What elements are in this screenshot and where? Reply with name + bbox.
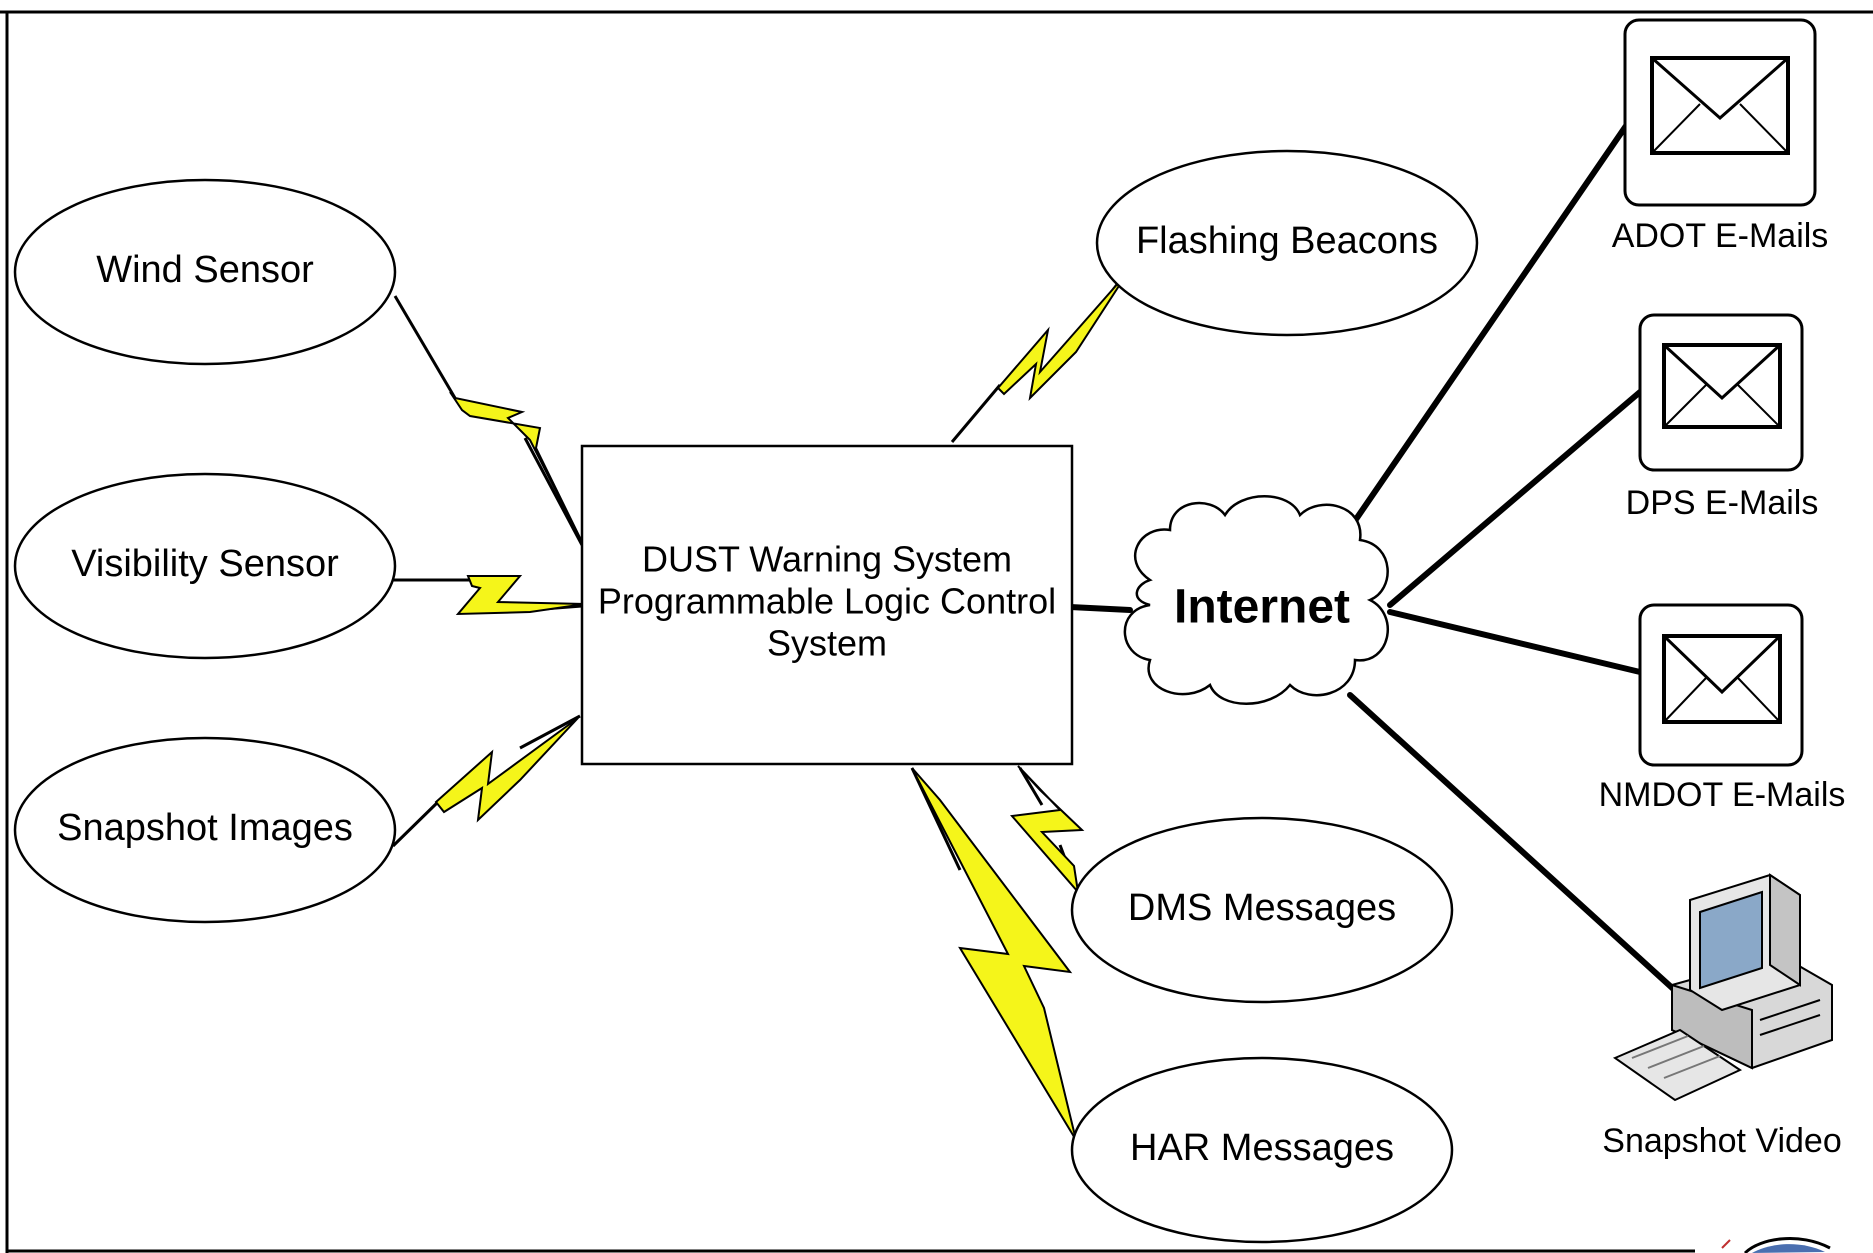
har-messages-label: HAR Messages (1130, 1127, 1394, 1169)
computer-icon (1612, 873, 1833, 1102)
snapshot-images-node: Snapshot Images (13, 736, 397, 924)
snapshot-video-node: Snapshot Video (1602, 873, 1842, 1160)
internet-links (1067, 117, 1683, 998)
visibility-sensor-node: Visibility Sensor (13, 472, 397, 660)
snapshot-images-link (391, 714, 581, 848)
flashing-beacons-label: Flashing Beacons (1136, 220, 1438, 262)
har-messages-link (910, 767, 1078, 1141)
envelope-icon (1662, 634, 1782, 724)
dps-email-node: DPS E-Mails (1626, 313, 1819, 522)
dms-messages-label: DMS Messages (1128, 887, 1396, 929)
adot-email-label: ADOT E-Mails (1612, 217, 1829, 255)
visibility-sensor-link (393, 575, 586, 616)
wind-sensor-link (393, 295, 586, 549)
controller-label-line2: Programmable Logic Control (598, 581, 1056, 622)
controller-node: DUST Warning System Programmable Logic C… (580, 444, 1074, 766)
dms-messages-link (1010, 765, 1085, 896)
snapshot-video-label: Snapshot Video (1602, 1122, 1841, 1160)
dms-messages-node: DMS Messages (1070, 816, 1454, 1004)
har-messages-node: HAR Messages (1070, 1056, 1454, 1244)
wind-sensor-node: Wind Sensor (13, 178, 397, 366)
controller-label-line1: DUST Warning System (642, 539, 1012, 580)
snapshot-images-label: Snapshot Images (57, 807, 353, 849)
flashing-beacons-link (950, 269, 1130, 443)
flashing-beacons-node: Flashing Beacons (1095, 149, 1479, 337)
logo-fragment (1721, 1237, 1831, 1253)
adot-email-node: ADOT E-Mails (1612, 18, 1829, 255)
nmdot-email-label: NMDOT E-Mails (1599, 776, 1846, 814)
controller-label-line3: System (767, 623, 887, 664)
wind-sensor-label: Wind Sensor (96, 249, 314, 291)
nmdot-email-node: NMDOT E-Mails (1599, 603, 1846, 814)
envelope-icon (1650, 56, 1790, 155)
internet-label: Internet (1174, 581, 1350, 634)
diagram-frame (0, 10, 1873, 1253)
envelope-icon (1662, 343, 1782, 429)
internet-cloud: Internet (1123, 495, 1389, 705)
visibility-sensor-label: Visibility Sensor (71, 543, 339, 585)
dps-email-label: DPS E-Mails (1626, 484, 1819, 522)
